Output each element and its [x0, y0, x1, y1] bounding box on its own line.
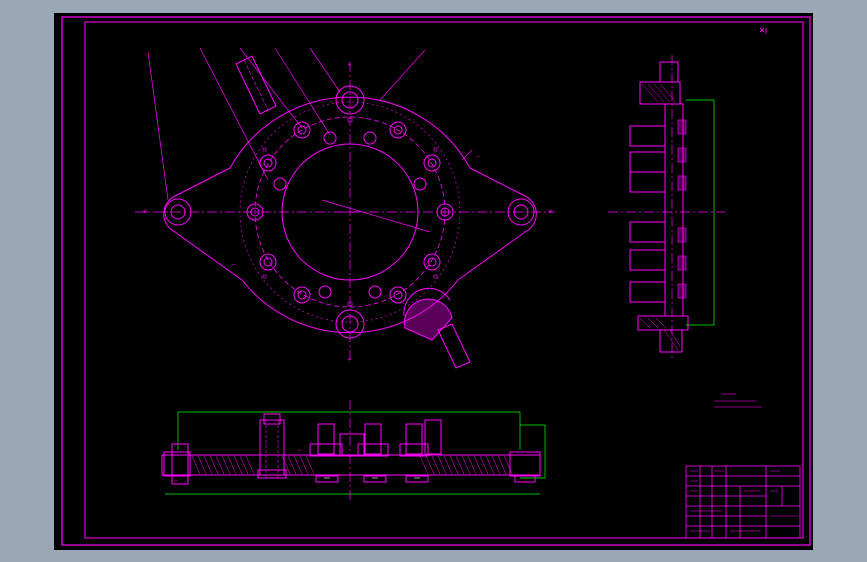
inner-frame — [84, 21, 804, 539]
left-lug — [163, 167, 243, 281]
bottom-handle — [403, 287, 471, 369]
top-handle — [235, 55, 277, 115]
top-view: ⊕ ⊕ + + ⌐ ⌐ — [135, 47, 555, 369]
side-section-view — [608, 55, 725, 360]
drawing-sheet — [54, 13, 813, 550]
svg-text:⊕: ⊕ — [143, 209, 147, 215]
bolt-circle — [254, 116, 446, 308]
central-bore — [281, 143, 419, 281]
svg-text:⌐: ⌐ — [232, 262, 236, 268]
body-outer-arc — [229, 96, 471, 169]
bolt-holes — [246, 121, 454, 304]
svg-text:+: + — [347, 62, 351, 68]
svg-text:+: + — [347, 357, 351, 363]
corner-mark — [759, 27, 767, 34]
svg-text:⌐: ⌐ — [476, 154, 480, 160]
svg-text:⊕: ⊕ — [548, 209, 552, 215]
title-block — [685, 465, 801, 539]
leader-lines — [147, 47, 473, 233]
svg-text:⌐: ⌐ — [174, 478, 178, 484]
svg-text:⌐: ⌐ — [298, 448, 302, 454]
outer-frame — [61, 16, 811, 546]
front-posts — [309, 419, 442, 457]
body-lower-arc — [241, 279, 459, 334]
side-bolt-rows — [629, 125, 666, 303]
right-lug — [457, 167, 537, 281]
front-section-view: ⌐ ⌐ — [161, 400, 546, 500]
technical-notes — [714, 393, 762, 408]
